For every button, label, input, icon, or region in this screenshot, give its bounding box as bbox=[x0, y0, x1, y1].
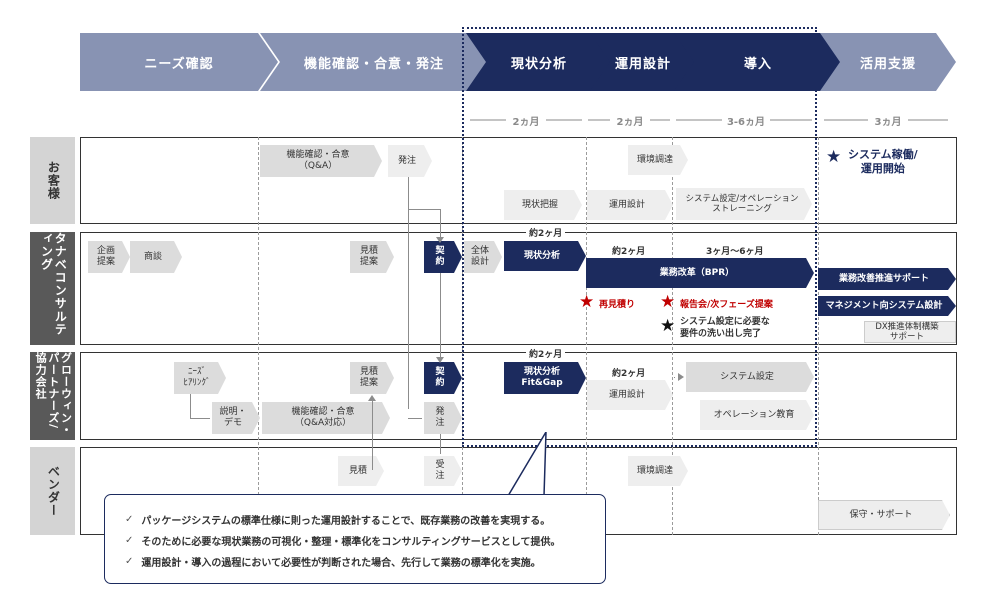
star-icon: ★ bbox=[826, 147, 842, 167]
task-tanabe-dx-support: DX推進体制構築 サポート bbox=[864, 321, 956, 343]
task-partner-order: 発 注 bbox=[424, 402, 462, 434]
connector bbox=[440, 209, 441, 239]
star-icon: ★ bbox=[660, 292, 676, 312]
phase-divider bbox=[818, 137, 819, 535]
connector bbox=[408, 418, 422, 419]
duration-label: 約2ヶ月 bbox=[526, 226, 566, 239]
task-vendor-environment: 環境調達 bbox=[628, 456, 688, 486]
task-vendor-support: 保守・サポート bbox=[818, 500, 950, 530]
task-customer-system-setting: システム設定/オペレーションストレーニング bbox=[676, 188, 812, 220]
task-partner-demo: 説明・ デモ bbox=[212, 402, 260, 434]
check-icon: ✓ bbox=[125, 535, 134, 546]
task-tanabe-estimate: 見積 提案 bbox=[350, 241, 394, 273]
task-tanabe-contract: 契 約 bbox=[424, 241, 462, 273]
duration-label: 約2ヶ月 bbox=[612, 247, 646, 257]
star-icon: ★ bbox=[660, 316, 676, 336]
duration-label: 約2ヶ月 bbox=[526, 347, 566, 360]
duration-label: 約2ヶ月 bbox=[612, 369, 646, 379]
task-partner-needs-hearing: ﾆｰｽﾞ ﾋｱﾘﾝｸﾞ bbox=[174, 362, 226, 394]
phase-divider bbox=[258, 137, 259, 535]
task-partner-contract: 契 約 bbox=[424, 362, 462, 394]
task-tanabe-management-design: マネジメント向システム設計 bbox=[818, 296, 956, 316]
task-customer-current-grasp: 現状把握 bbox=[504, 190, 582, 220]
arrowhead bbox=[436, 237, 444, 243]
task-customer-order: 発注 bbox=[388, 145, 432, 177]
connector bbox=[190, 394, 191, 418]
lane-label-vendor: ベンダー bbox=[30, 447, 75, 535]
task-partner-function-check: 機能確認・合意 （Q&A対応） bbox=[262, 402, 390, 434]
phase-divider bbox=[672, 137, 673, 535]
check-icon: ✓ bbox=[125, 514, 134, 525]
task-partner-fitgap: 現状分析 Fit&Gap bbox=[504, 362, 586, 394]
connector bbox=[440, 434, 441, 454]
lane-label-customer: お客様 bbox=[30, 137, 75, 224]
phase-agreement: 機能確認・合意・発注 bbox=[260, 33, 488, 91]
requirements-label: システム設定に必要な 要件の洗い出し完了 bbox=[680, 317, 770, 339]
lane-label-tanabe: タナベコンサルティング bbox=[30, 232, 75, 345]
connector bbox=[674, 377, 675, 378]
task-partner-ops-design: 運用設計 bbox=[587, 380, 673, 410]
duration-label: 3ヶ月〜6ヶ月 bbox=[706, 247, 764, 257]
connector bbox=[440, 273, 441, 359]
task-customer-function-check: 機能確認・合意 （Q&A） bbox=[260, 145, 382, 177]
connector bbox=[408, 177, 409, 409]
connector bbox=[190, 418, 210, 419]
callout-box: ✓パッケージシステムの標準仕様に則った運用設計することで、既存業務の改善を実現す… bbox=[104, 494, 606, 584]
task-partner-operation-education: オペレーション教育 bbox=[700, 400, 814, 430]
task-tanabe-current-analysis: 現状分析 bbox=[504, 241, 586, 271]
connector bbox=[408, 209, 440, 210]
task-tanabe-negotiation: 商談 bbox=[130, 241, 182, 273]
phase-utilization: 活用支援 bbox=[820, 33, 956, 91]
task-vendor-estimate: 見積 bbox=[338, 456, 384, 486]
focus-highlight-box bbox=[462, 27, 817, 447]
phase-analysis: 現状分析 bbox=[466, 33, 612, 91]
task-partner-system-setting: システム設定 bbox=[686, 362, 814, 392]
duration-ops-design: 2ヵ月 bbox=[610, 113, 650, 128]
duration-introduction: 3-6ヵ月 bbox=[722, 113, 770, 128]
duration-utilization: 3ヵ月 bbox=[868, 113, 908, 128]
lane-label-partners: グローウィン・パートナーズ/協力会社 bbox=[30, 352, 75, 440]
arrowhead bbox=[436, 357, 444, 363]
report-label: 報告会/次フェーズ提案 bbox=[680, 300, 773, 310]
star-icon: ★ bbox=[579, 292, 595, 312]
callout-item: ✓パッケージシステムの標準仕様に則った運用設計することで、既存業務の改善を実現す… bbox=[125, 514, 551, 527]
arrowhead bbox=[678, 373, 684, 381]
phase-divider bbox=[586, 137, 587, 535]
callout-pointer bbox=[506, 432, 547, 497]
phase-introduction: 導入 bbox=[674, 33, 842, 91]
task-tanabe-overall-design: 全体 設計 bbox=[464, 241, 502, 273]
go-live-label: システム稼働/ 運用開始 bbox=[848, 148, 918, 175]
callout-item: ✓運用設計・導入の過程において必要性が判断された場合、先行して業務の標準化を実施… bbox=[125, 556, 541, 569]
task-tanabe-bpr: 業務改革（BPR） bbox=[586, 258, 814, 288]
callout-item: ✓そのために必要な現状業務の可視化・整理・標準化をコンサルティングサービスとして… bbox=[125, 535, 561, 548]
task-customer-environment: 環境調達 bbox=[628, 145, 688, 175]
task-partner-estimate: 見積 提案 bbox=[350, 362, 394, 394]
duration-analysis: 2ヵ月 bbox=[506, 113, 546, 128]
task-vendor-order: 受 注 bbox=[424, 456, 462, 486]
check-icon: ✓ bbox=[125, 556, 134, 567]
connector bbox=[372, 400, 373, 470]
task-customer-ops-design: 運用設計 bbox=[587, 190, 673, 220]
task-tanabe-improvement-support: 業務改善推進サポート bbox=[818, 268, 956, 290]
task-tanabe-planning: 企画 提案 bbox=[88, 241, 130, 273]
phase-needs: ニーズ確認 bbox=[80, 33, 278, 91]
arrowhead bbox=[368, 395, 376, 401]
re-estimate-label: 再見積り bbox=[599, 300, 636, 310]
